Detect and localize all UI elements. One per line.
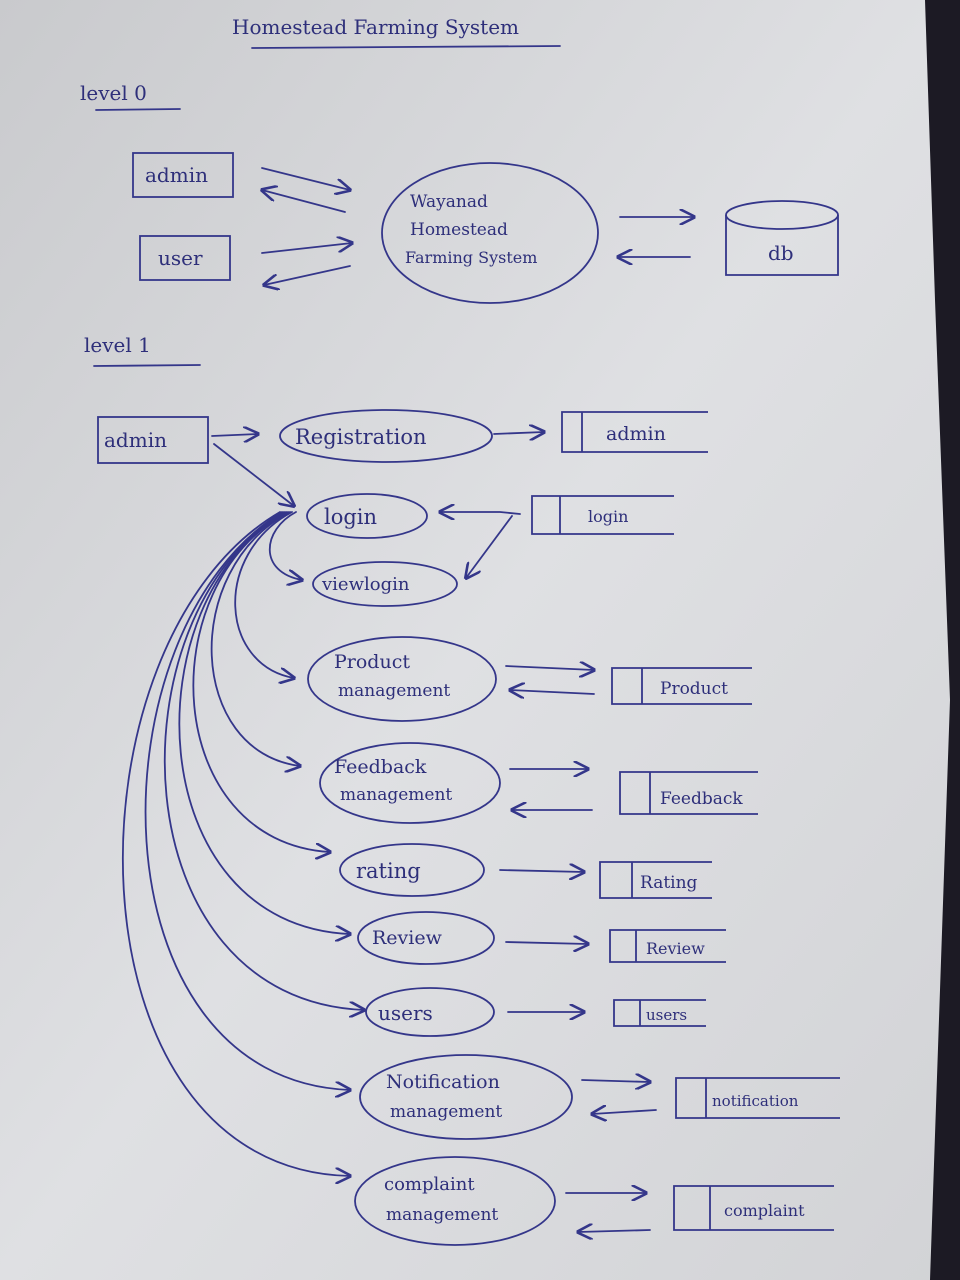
level1-heading: level 1 <box>84 333 151 357</box>
store-notification-label: notification <box>712 1092 799 1110</box>
arrow-review-to-store <box>505 942 588 944</box>
arrow-store-to-product <box>510 690 595 694</box>
process-notification-management: Notification management <box>359 1054 573 1140</box>
store-users-label: users <box>646 1006 687 1024</box>
process-feedback-management-line1: Feedback <box>334 756 427 778</box>
process-product-management-line1: Product <box>334 651 410 673</box>
arrow-admin-to-login <box>213 443 294 506</box>
arrow-login-to-product <box>234 511 294 678</box>
login-fan-arrows <box>122 511 364 1176</box>
arrow-login-to-feedback <box>210 511 300 766</box>
store-product: Product <box>611 667 752 705</box>
level0-process-line1: Wayanad <box>410 192 488 212</box>
store-review-label: Review <box>646 939 705 958</box>
store-complaint-label: complaint <box>724 1201 805 1220</box>
store-admin-label: admin <box>606 423 666 445</box>
arrow-registration-to-admin-store <box>493 432 544 434</box>
arrow-login-to-complaint <box>122 511 350 1176</box>
store-complaint: complaint <box>673 1185 834 1231</box>
store-rating: Rating <box>599 861 712 899</box>
process-notification-management-line2: management <box>390 1102 502 1122</box>
process-complaint-management-line1: complaint <box>384 1174 475 1195</box>
arrow-notification-to-store <box>581 1080 650 1082</box>
process-login-label: login <box>324 505 377 529</box>
store-product-label: Product <box>660 679 728 699</box>
process-review: Review <box>357 911 495 965</box>
arrow-product-to-store <box>505 666 594 670</box>
store-login: login <box>531 495 674 535</box>
level0-db-store: db <box>725 200 839 276</box>
store-feedback-label: Feedback <box>660 789 743 809</box>
level0-heading: level 0 <box>80 81 147 105</box>
arrow-rating-to-store <box>499 870 584 872</box>
arrow-login-store-to-viewlogin <box>466 515 513 578</box>
arrow-user-to-system <box>261 243 352 254</box>
arrow-login-to-review <box>178 511 350 934</box>
store-notification: notification <box>675 1077 840 1119</box>
arrow-login-store-to-login <box>440 512 521 514</box>
arrow-system-to-admin <box>262 190 346 213</box>
diagram-title: Homestead Farming System <box>232 15 519 39</box>
process-rating: rating <box>339 843 485 897</box>
arrow-login-to-users <box>163 511 364 1010</box>
process-feedback-management: Feedback management <box>319 742 501 824</box>
level0-underline <box>95 108 181 111</box>
process-login: login <box>306 493 428 539</box>
process-viewlogin: viewlogin <box>312 561 458 607</box>
level0-user-entity: user <box>139 235 231 281</box>
store-login-label: login <box>588 507 628 526</box>
arrow-store-to-notification <box>592 1110 657 1114</box>
level0-user-label: user <box>158 246 203 270</box>
arrow-admin-to-system <box>261 167 350 190</box>
process-registration-label: Registration <box>295 425 427 449</box>
process-viewlogin-label: viewlogin <box>321 574 410 595</box>
level0-admin-label: admin <box>145 163 208 187</box>
process-users-label: users <box>378 1001 433 1025</box>
process-complaint-management-line2: management <box>386 1205 498 1225</box>
process-product-management: Product management <box>307 636 497 722</box>
level0-process-line2: Homestead <box>410 220 508 240</box>
level0-process: Wayanad Homestead Farming System <box>381 162 599 304</box>
process-notification-management-line1: Notification <box>386 1071 500 1093</box>
process-review-label: Review <box>372 927 443 949</box>
process-feedback-management-line2: management <box>340 785 452 805</box>
level1-admin-label: admin <box>104 428 167 452</box>
store-rating-label: Rating <box>640 873 698 893</box>
arrow-login-to-viewlogin <box>268 511 302 580</box>
process-complaint-management: complaint management <box>354 1156 556 1246</box>
process-users: users <box>365 987 495 1037</box>
store-review: Review <box>609 929 726 963</box>
store-users: users <box>613 999 706 1027</box>
arrow-admin-to-registration <box>211 434 258 436</box>
level1-admin-entity: admin <box>97 416 209 464</box>
title-underline <box>251 45 561 49</box>
arrow-store-to-complaint <box>578 1230 651 1232</box>
store-admin: admin <box>561 411 708 453</box>
process-product-management-line2: management <box>338 681 450 701</box>
level0-process-line3: Farming System <box>405 248 537 267</box>
arrow-login-to-rating <box>192 511 330 852</box>
process-rating-label: rating <box>356 859 421 883</box>
level1-underline <box>93 364 201 367</box>
level0-db-label: db <box>768 241 794 265</box>
process-registration: Registration <box>279 409 493 463</box>
arrow-system-to-user <box>264 265 351 285</box>
level0-admin-entity: admin <box>132 152 234 198</box>
arrow-login-to-notification <box>144 511 350 1090</box>
store-feedback: Feedback <box>619 771 758 815</box>
